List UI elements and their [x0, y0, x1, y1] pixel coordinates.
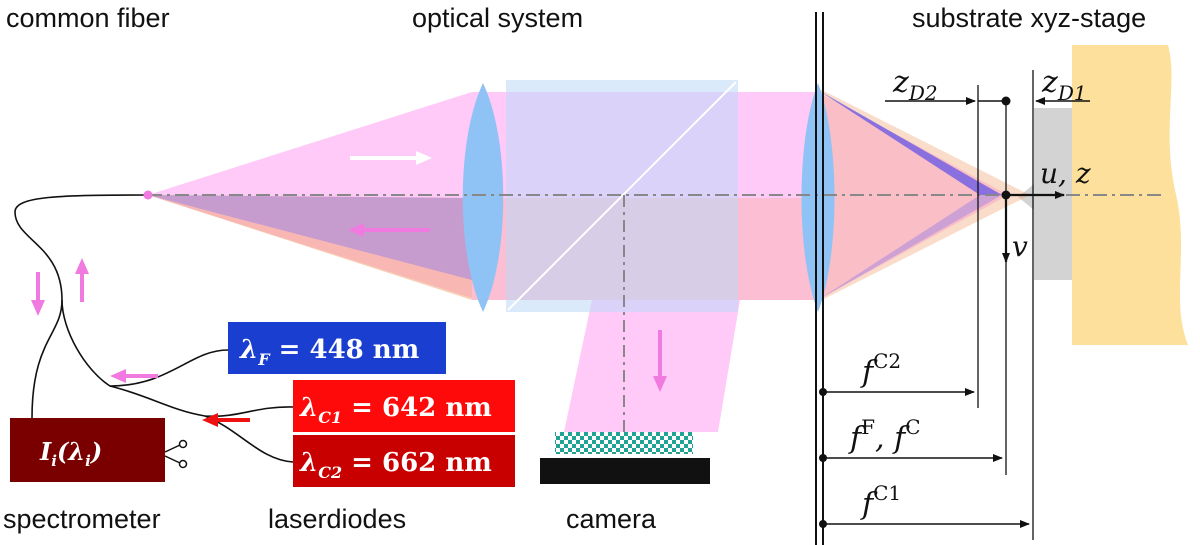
focal-origin-f [819, 454, 827, 462]
camera-sensor [555, 432, 693, 454]
fiber-arrow-laser-red [202, 413, 250, 427]
arrow-forward [350, 151, 432, 165]
focal-origin-c1 [819, 520, 827, 528]
label-optical-system: optical system [412, 3, 583, 33]
camera-body [540, 458, 710, 484]
focus-point-top [1001, 96, 1011, 106]
beam-orange-left [148, 195, 472, 300]
fiber-arrow-laser-blue [110, 369, 158, 383]
label-laserdiodes: laserdiodes [268, 504, 406, 534]
arrow-return [348, 223, 430, 237]
laser-box-blue [228, 322, 446, 374]
focal-label-f: fF, fC [848, 415, 921, 456]
uz-axis-label: u, z [1040, 157, 1091, 190]
focal-arrows [823, 388, 1030, 528]
label-common-fiber: common fiber [6, 3, 170, 33]
beam-splitter-diagonal [507, 81, 737, 311]
spectrometer-box [10, 418, 165, 482]
laser-box-red1 [293, 380, 515, 432]
beam-to-camera [564, 300, 740, 432]
beam-blue-focus-top [818, 90, 1002, 195]
fiber-tip [143, 190, 153, 200]
objective-lens [801, 83, 835, 312]
label-substrate-stage: substrate xyz-stage [912, 3, 1146, 33]
fiber-arrow-up [75, 258, 89, 302]
laser-label-red2: λC2 = 662 nm [299, 448, 492, 482]
spectrometer-connector [164, 439, 188, 469]
focal-label-c2: fC2 [860, 349, 901, 390]
zd1-label: zD1 [1041, 65, 1087, 105]
spectrometer-formula: Ii(λi) [39, 437, 102, 470]
fiber-network [14, 194, 294, 463]
focal-label-c1: fC1 [860, 481, 901, 522]
label-camera: camera [566, 504, 657, 534]
laser-box-red2 [293, 435, 515, 487]
arrow-to-camera [653, 330, 667, 392]
fiber-arrow-down [31, 272, 45, 316]
v-axis-label: v [1012, 230, 1028, 263]
zd2-label: zD2 [892, 65, 938, 105]
focal-origin-c2 [819, 388, 827, 396]
laser-label-blue: λF = 448 nm [239, 335, 419, 369]
beam-blue-left [148, 195, 472, 280]
laser-label-red1: λC1 = 642 nm [299, 393, 492, 427]
collimator-lens [462, 83, 504, 312]
label-spectrometer: spectrometer [3, 504, 161, 534]
beam-blue-focus-bot [818, 195, 1002, 300]
